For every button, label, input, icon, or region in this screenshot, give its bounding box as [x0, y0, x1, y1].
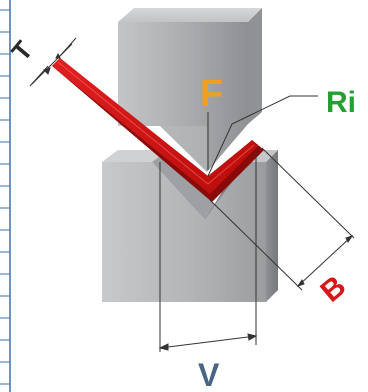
die-groove-left	[152, 150, 215, 220]
punch-side-face	[248, 8, 262, 124]
die-front-face	[102, 162, 266, 302]
v-arrow-right	[247, 333, 258, 341]
sheet-top-face	[52, 58, 258, 194]
ri-leader-line	[207, 95, 318, 177]
v-arrow-left	[158, 343, 169, 351]
thickness-dim-line	[31, 43, 73, 85]
thickness-dimension	[29, 37, 77, 87]
thickness-arrow-high	[55, 52, 61, 59]
v-dim-line	[159, 335, 257, 349]
flange-label: B	[315, 270, 353, 309]
die-opening-dimension	[158, 152, 258, 352]
ruler-strip	[0, 0, 11, 392]
inner-radius-label: Ri	[326, 86, 356, 119]
die-top-left-face	[102, 150, 168, 162]
die-side-face	[266, 150, 278, 302]
punch	[118, 8, 262, 172]
flange-dim-line	[297, 235, 353, 287]
thickness-arrow-low	[43, 67, 51, 75]
die-opening-label: V	[198, 357, 220, 392]
ruler-ticks	[0, 9, 10, 385]
flange-arrow-lower	[296, 279, 305, 287]
force-label: F	[200, 73, 223, 115]
flange-extension-upper	[261, 147, 355, 239]
punch-tip-shade	[160, 126, 207, 172]
sheet-highlight	[57, 61, 255, 185]
sheet-metal	[52, 58, 264, 202]
punch-front-face	[118, 22, 248, 172]
flange-arrow-upper	[345, 235, 354, 243]
punch-top-face	[118, 8, 262, 22]
